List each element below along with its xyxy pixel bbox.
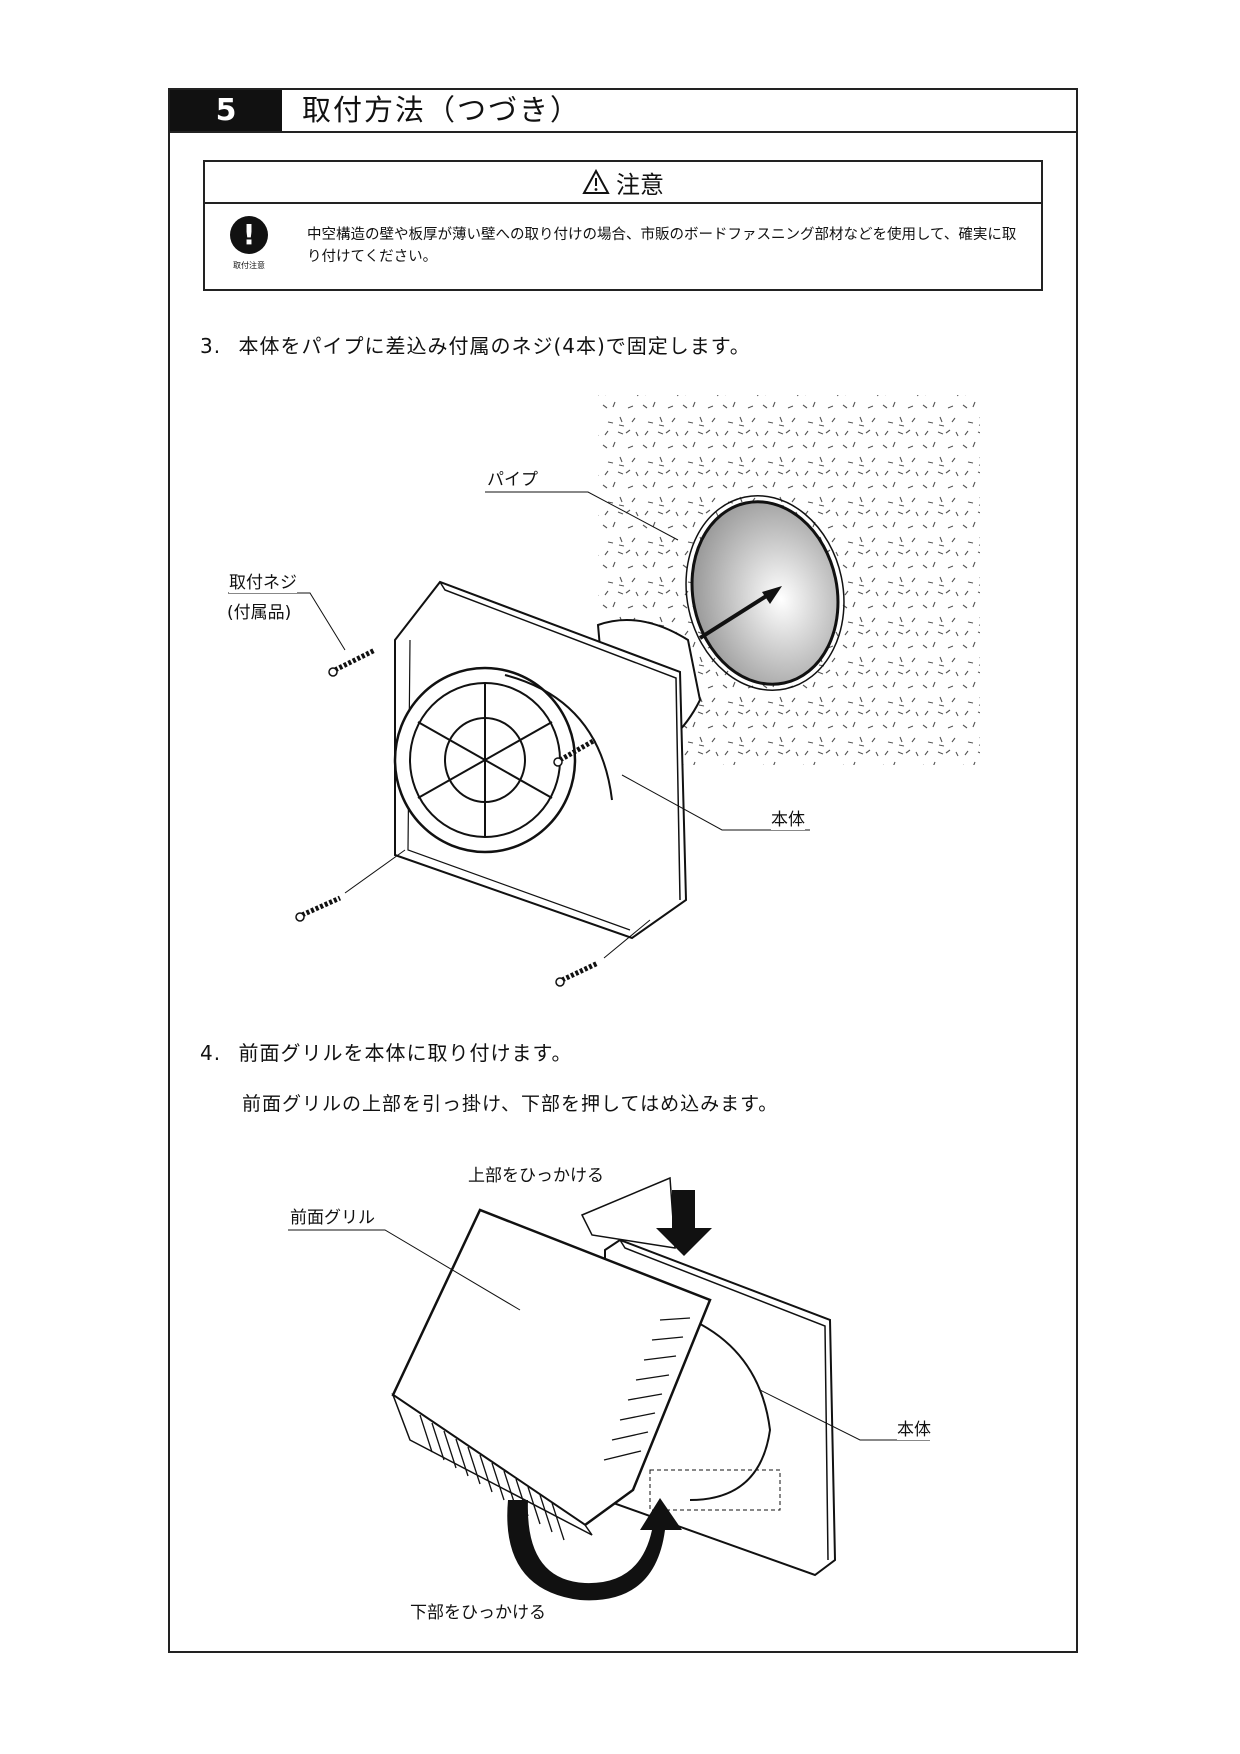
caution-box: 注意 ! 取付注意 中空構造の壁や板厚が薄い壁への取り付けの場合、市販のボードフ… bbox=[203, 160, 1043, 291]
screw-top-right bbox=[553, 737, 597, 767]
step-4: 4. 前面グリルを本体に取り付けます。 bbox=[200, 1037, 572, 1066]
screw-bottom-left bbox=[295, 895, 342, 922]
caution-heading: 注意 bbox=[205, 162, 1041, 204]
screw-top-left bbox=[328, 647, 377, 677]
body-label-2: 本体 bbox=[897, 1420, 931, 1440]
section-header: 5 取付方法（つづき） bbox=[170, 90, 1076, 133]
body-label-1: 本体 bbox=[771, 810, 805, 830]
step-number: 3. bbox=[200, 334, 222, 358]
caution-text: 中空構造の壁や板厚が薄い壁への取り付けの場合、市販のボードファスニング部材などを… bbox=[307, 227, 1017, 265]
top-hook-label: 上部をひっかける bbox=[468, 1166, 604, 1186]
step-3: 3. 本体をパイプに差込み付属のネジ(4本)で固定します。 bbox=[200, 330, 751, 359]
step-text: 本体をパイプに差込み付属のネジ(4本)で固定します。 bbox=[238, 334, 751, 358]
step-number: 4. bbox=[200, 1041, 222, 1065]
page-frame: 5 取付方法（つづき） 注意 ! 取付注意 中空構造の壁や板厚が薄い壁への取り付… bbox=[168, 88, 1078, 1653]
step-4-detail: 前面グリルの上部を引っ掛け、下部を押してはめ込みます。 bbox=[242, 1093, 779, 1115]
bottom-hook-label: 下部をひっかける bbox=[410, 1603, 546, 1623]
warning-triangle-icon bbox=[582, 169, 610, 194]
caution-icon-label: 取付注意 bbox=[233, 261, 265, 270]
grille-label: 前面グリル bbox=[290, 1208, 375, 1228]
section-number: 5 bbox=[170, 90, 282, 131]
step-text: 前面グリルを本体に取り付けます。 bbox=[238, 1041, 573, 1065]
pipe-label: パイプ bbox=[487, 470, 538, 490]
curved-up-arrow-icon bbox=[507, 1498, 682, 1601]
caution-heading-text: 注意 bbox=[616, 170, 664, 199]
screw-bottom-right bbox=[555, 960, 600, 987]
screw-label: 取付ネジ bbox=[229, 573, 297, 593]
caution-body: ! 取付注意 中空構造の壁や板厚が薄い壁への取り付けの場合、市販のボードファスニ… bbox=[205, 204, 1041, 291]
down-arrow-icon bbox=[656, 1190, 712, 1256]
screw-note: (付属品) bbox=[227, 603, 292, 623]
exclamation-icon: ! bbox=[230, 216, 268, 254]
section-title: 取付方法（つづき） bbox=[302, 93, 582, 127]
